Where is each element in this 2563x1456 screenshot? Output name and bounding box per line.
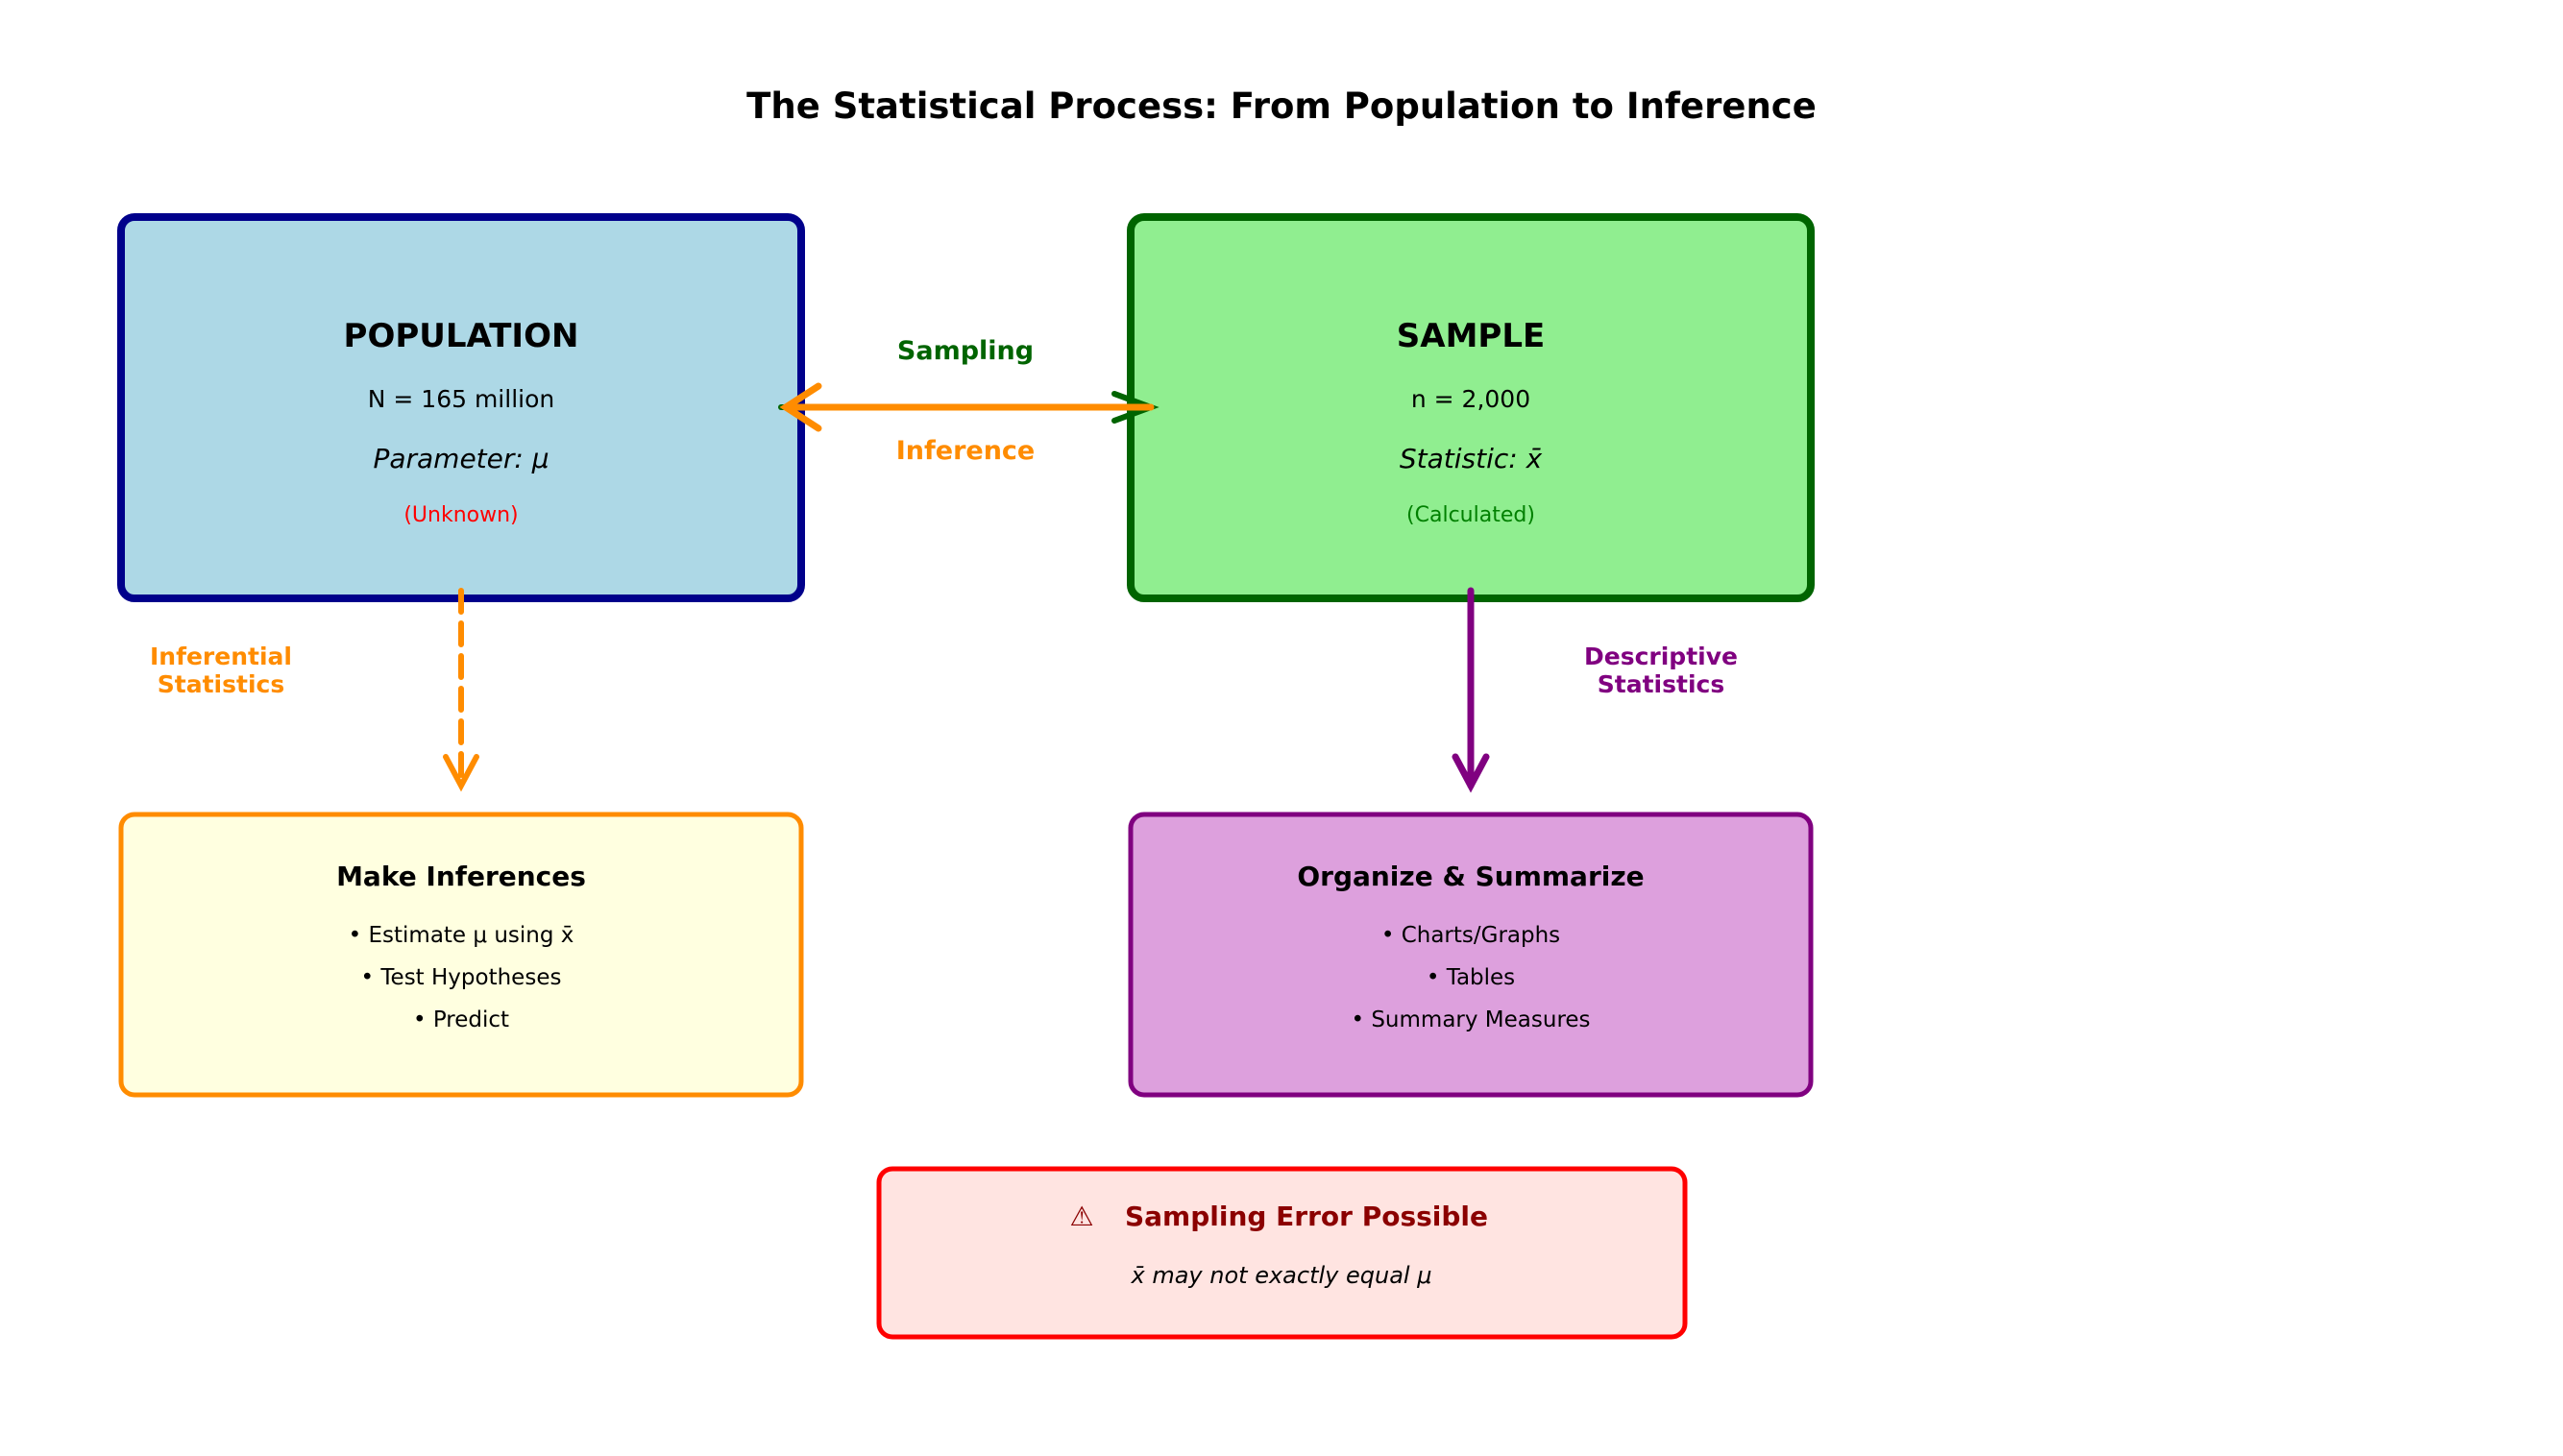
sample-heading: SAMPLE — [1397, 317, 1545, 355]
inferences-item: • Estimate μ using x̄ — [349, 923, 574, 948]
sample-size: n = 2,000 — [1411, 385, 1530, 413]
inferences-box: Make Inferences • Estimate μ using x̄ • … — [118, 812, 804, 1098]
sampling-inference-arrow — [778, 382, 1159, 432]
diagram-title: The Statistical Process: From Population… — [746, 85, 1817, 127]
inferences-item: • Test Hypotheses — [361, 965, 562, 990]
summarize-box: Organize & Summarize • Charts/Graphs • T… — [1128, 812, 1814, 1098]
inferences-item: • Predict — [413, 1007, 509, 1032]
descriptive-arrow — [1452, 587, 1490, 793]
population-heading: POPULATION — [344, 317, 579, 355]
population-status: (Unknown) — [403, 503, 518, 527]
inferential-label-1: Inferential — [150, 643, 292, 670]
sample-box: SAMPLE n = 2,000 Statistic: x̄ (Calculat… — [1127, 213, 1815, 602]
summarize-item: • Summary Measures — [1351, 1007, 1590, 1032]
inferences-heading: Make Inferences — [336, 861, 586, 892]
sample-status: (Calculated) — [1406, 503, 1535, 527]
warning-heading: Sampling Error Possible — [1125, 1201, 1488, 1232]
population-box: POPULATION N = 165 million Parameter: μ … — [117, 213, 805, 602]
inferential-arrow — [443, 588, 479, 792]
summarize-heading: Organize & Summarize — [1297, 861, 1644, 892]
descriptive-label-1: Descriptive — [1584, 643, 1738, 670]
sampling-error-box: ⚠ Sampling Error Possible x̄ may not exa… — [876, 1166, 1688, 1340]
population-parameter: Parameter: μ — [373, 443, 549, 474]
descriptive-label-2: Statistics — [1598, 670, 1724, 698]
sampling-label: Sampling — [897, 336, 1034, 366]
population-size: N = 165 million — [368, 385, 554, 413]
inference-label: Inference — [896, 436, 1036, 466]
summarize-item: • Charts/Graphs — [1381, 923, 1560, 948]
sample-statistic: Statistic: x̄ — [1400, 443, 1543, 474]
inferential-label-2: Statistics — [158, 670, 284, 698]
warning-text: x̄ may not exactly equal μ — [1131, 1262, 1432, 1289]
summarize-item: • Tables — [1427, 965, 1515, 990]
warning-icon: ⚠ — [1069, 1201, 1093, 1232]
